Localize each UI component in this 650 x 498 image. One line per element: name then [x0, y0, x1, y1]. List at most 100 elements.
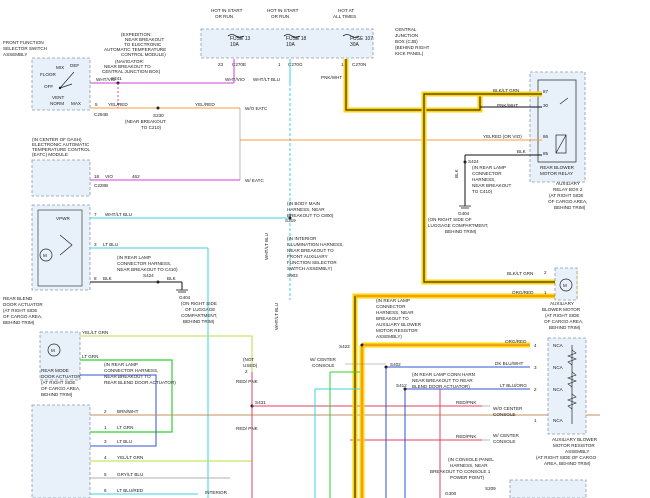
svg-text:MAX: MAX [71, 101, 81, 106]
svg-text:3: 3 [104, 439, 107, 444]
svg-text:S412: S412 [396, 383, 407, 388]
svg-text:HARNESS, NEAR: HARNESS, NEAR [450, 463, 488, 468]
svg-text:BLK: BLK [103, 276, 113, 281]
svg-text:(IN INTERIOR: (IN INTERIOR [287, 236, 317, 241]
svg-text:REAR MODE: REAR MODE [41, 368, 69, 373]
svg-text:NEAR BREAKOUT TO REAR: NEAR BREAKOUT TO REAR [412, 378, 473, 383]
center-console-note: W/ CENTER CONSOLE [310, 357, 336, 368]
wire-red-pnk: (NOT USED) 2 RED/ PNK RED/ PNK S431 RED/… [236, 357, 523, 498]
wire-blk-relay-ground: BLK S424 (IN REAR LAMP CONNECTOR HARNESS… [428, 149, 542, 234]
fuse-13-rating: 10A [230, 42, 240, 48]
svg-text:BREAKOUT TO CONSOLE 1: BREAKOUT TO CONSOLE 1 [430, 469, 491, 474]
fuse-107-header-1: HOT AT [338, 8, 354, 13]
svg-text:G404: G404 [458, 211, 470, 216]
svg-text:MIX: MIX [56, 65, 64, 70]
svg-text:87: 87 [543, 89, 549, 94]
svg-text:FRONT FUNCTION: FRONT FUNCTION [3, 40, 44, 45]
svg-text:(BEHIND RIGHT: (BEHIND RIGHT [395, 45, 430, 50]
svg-text:7: 7 [94, 212, 97, 217]
svg-text:18: 18 [94, 174, 100, 179]
svg-text:ORG/RED: ORG/RED [512, 290, 534, 295]
fuse-13-header-2: OR RUN [215, 14, 233, 19]
svg-text:(AT RIGHT SIDE: (AT RIGHT SIDE [3, 308, 37, 313]
svg-text:BLOWER MOTOR: BLOWER MOTOR [542, 307, 581, 312]
rear-blend-door-actuator: VPWR M REAR BLEND DOOR ACTUATOR (AT RIGH… [3, 204, 91, 325]
svg-text:AUTOMATIC TEMPERATURE: AUTOMATIC TEMPERATURE [104, 47, 166, 52]
svg-text:462: 462 [132, 174, 140, 179]
svg-text:4: 4 [534, 343, 537, 348]
svg-text:BEHIND TRIM): BEHIND TRIM) [41, 392, 73, 397]
svg-text:HARNESS, NEAR: HARNESS, NEAR [376, 310, 414, 315]
svg-text:(NOT: (NOT [243, 357, 254, 362]
svg-text:2: 2 [245, 369, 248, 374]
fuse-107-pin-left: 1 [341, 62, 344, 67]
svg-text:USED): USED) [243, 363, 258, 368]
svg-text:(IN REAR LAMP: (IN REAR LAMP [104, 362, 138, 367]
svg-text:(ON RIGHT SIDE OF: (ON RIGHT SIDE OF [428, 217, 472, 222]
svg-text:5: 5 [95, 102, 98, 107]
wire-lt-blu-mode [80, 374, 157, 447]
fuse-107: FUSE 107 30A [342, 34, 373, 48]
svg-text:BEHIND TRIM): BEHIND TRIM) [554, 205, 586, 210]
svg-text:5: 5 [104, 472, 107, 477]
wire-blk-blend-ground: 8 BLK BLK G404 (ON RIGHT SIDE OF LUGGAGE… [90, 276, 217, 324]
svg-text:S402: S402 [390, 362, 401, 367]
svg-text:POWER POINT): POWER POINT) [450, 475, 485, 480]
svg-text:(IN CENTER OF DASH): (IN CENTER OF DASH) [32, 137, 82, 142]
svg-text:(EXPEDITION:: (EXPEDITION: [121, 32, 152, 37]
svg-text:(AT RIGHT SIDE: (AT RIGHT SIDE [41, 380, 75, 385]
svg-text:CONNECTOR HARNESS,: CONNECTOR HARNESS, [104, 368, 158, 373]
svg-text:NCA: NCA [553, 343, 564, 348]
svg-text:YEL/RED: YEL/RED [195, 102, 215, 107]
svg-text:ORG/RED: ORG/RED [505, 339, 527, 344]
svg-text:3: 3 [534, 365, 537, 370]
svg-text:NEAR BREAKOUT TO C410): NEAR BREAKOUT TO C410) [117, 267, 178, 272]
wire-dk-blu-wht: DK BLU/WHT S402 [384, 361, 530, 498]
svg-text:1: 1 [544, 290, 547, 295]
fuse-18-bottom-pin: C270G [288, 62, 303, 67]
wire-wht-lt-blu-blend: 7 WHT/LT BLU (IN BODY MAIN HARNESS, NEAR… [90, 201, 334, 223]
svg-text:CONNECTOR: CONNECTOR [376, 304, 406, 309]
wire-lt-blu-org: LT BLU/ORG S412 [396, 383, 530, 498]
wire-wht-lt-blu-fuse18: WHT/LT BLU [253, 59, 291, 300]
svg-text:S241: S241 [111, 76, 122, 81]
svg-text:BEHIND TRIM): BEHIND TRIM) [183, 319, 215, 324]
svg-text:BEHIND TRIM): BEHIND TRIM) [549, 325, 581, 330]
svg-text:NCA: NCA [553, 365, 564, 370]
svg-text:CONNECTOR: CONNECTOR [472, 171, 502, 176]
svg-text:1: 1 [534, 418, 537, 423]
fuse-18-header-1: HOT IN START [267, 8, 299, 13]
svg-text:JUNCTION: JUNCTION [395, 33, 418, 38]
svg-text:LT BLU: LT BLU [103, 242, 118, 247]
svg-text:6: 6 [104, 488, 107, 493]
svg-text:8: 8 [94, 276, 97, 281]
svg-text:DK BLU/WHT: DK BLU/WHT [495, 361, 524, 366]
fuse-headers: HOT IN START OR RUN HOT IN START OR RUN … [211, 8, 356, 19]
svg-text:YELRED (OR VIO): YELRED (OR VIO) [483, 134, 522, 139]
svg-text:S209: S209 [485, 486, 496, 491]
s402-note: (IN REAR LAMP CONN HARN NEAR BREAKOUT TO… [412, 372, 475, 389]
svg-text:LT GRN: LT GRN [82, 354, 98, 359]
s431-note: (IN REAR LAMP CONNECTOR HARNESS, NEAR BR… [104, 362, 176, 385]
svg-text:(NEAR BREAKOUT: (NEAR BREAKOUT [125, 119, 166, 124]
svg-text:W/ CENTER: W/ CENTER [310, 357, 336, 362]
svg-text:WHT/VIO: WHT/VIO [96, 77, 116, 82]
svg-text:BLK: BLK [454, 168, 459, 178]
svg-text:AUXILIARY BLOWER: AUXILIARY BLOWER [552, 437, 598, 442]
svg-text:CONSOLE: CONSOLE [493, 439, 515, 444]
svg-text:OFF: OFF [44, 84, 53, 89]
fuse-18: FUSE 18 10A [283, 34, 307, 48]
fuse-13-pin-left: 23 [218, 62, 224, 67]
svg-text:OF CARGO AREA,: OF CARGO AREA, [3, 314, 42, 319]
svg-text:PNK/WHT: PNK/WHT [497, 103, 518, 108]
aux-blower-motor: M 2 1 AUXILIARY BLOWER MOTOR (AT RIGHT S… [542, 267, 583, 330]
svg-text:FRONT AUXILIARY: FRONT AUXILIARY [287, 254, 328, 259]
svg-text:S230: S230 [153, 113, 164, 118]
svg-text:30: 30 [543, 103, 549, 108]
svg-text:YEL/LT GRN: YEL/LT GRN [82, 330, 108, 335]
svg-text:(IN REAR LAMP CONN HARN: (IN REAR LAMP CONN HARN [412, 372, 475, 377]
svg-text:G300: G300 [445, 491, 457, 496]
svg-text:BOX (CJB): BOX (CJB) [395, 39, 418, 44]
svg-text:85: 85 [543, 151, 549, 156]
auxiliary-relay-box: 87 30 86 85 REAR BLOWER MOTOR RELAY [529, 71, 586, 183]
